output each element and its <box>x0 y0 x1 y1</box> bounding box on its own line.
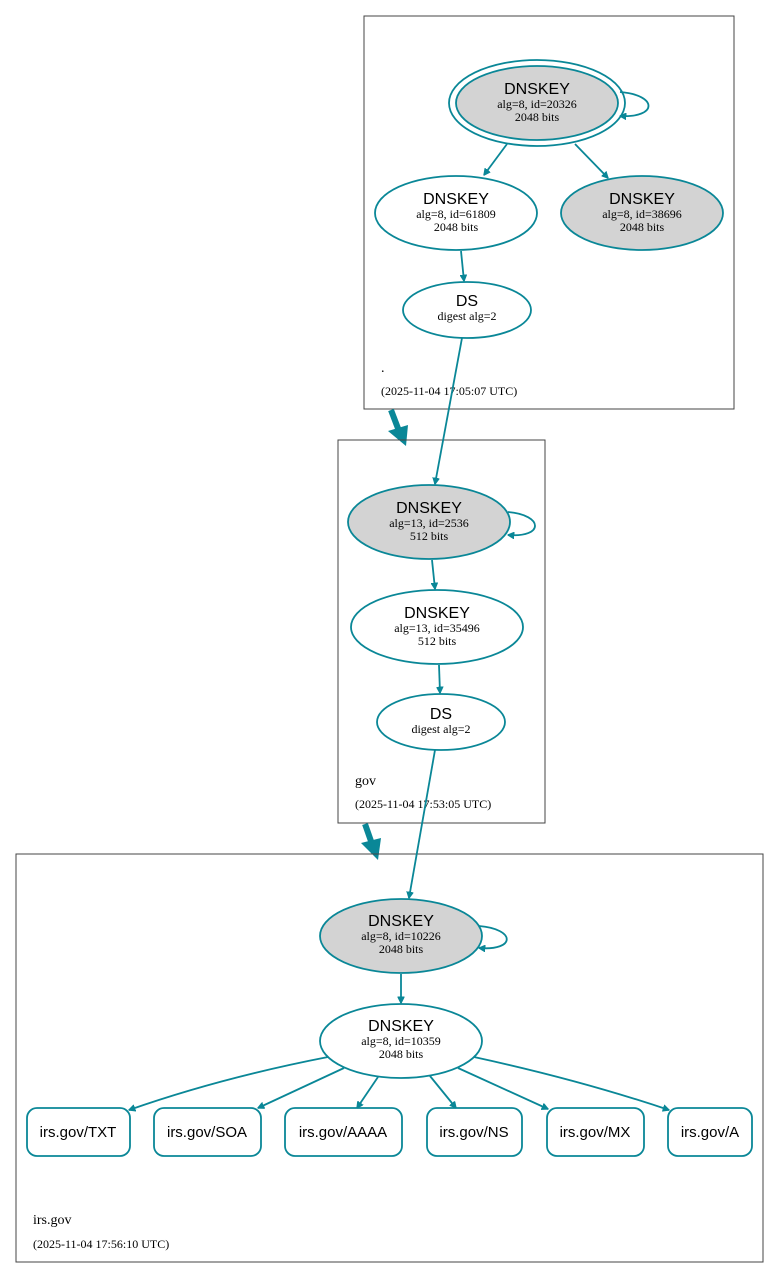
gov-zsk-bits: 512 bits <box>418 634 457 648</box>
gov-ds-node[interactable]: DS digest alg=2 <box>376 693 506 751</box>
rrset-soa-label: irs.gov/SOA <box>167 1124 247 1141</box>
edge-root-zsk-to-ds <box>461 250 464 281</box>
root-zsk-node[interactable]: DNSKEY alg=8, id=61809 2048 bits <box>374 175 538 251</box>
root-ds-detail: digest alg=2 <box>437 309 496 323</box>
gov-ksk-ellipse <box>347 484 511 560</box>
root-ds-node[interactable]: DS digest alg=2 <box>402 281 532 339</box>
root-ksk-detail: alg=8, id=20326 <box>497 97 577 111</box>
zone-root: DNSKEY alg=8, id=20326 2048 bits DNSKEY … <box>363 15 735 410</box>
rrset-mx-label: irs.gov/MX <box>560 1124 631 1141</box>
edge-gov-ksk-to-zsk <box>432 559 435 589</box>
gov-ksk-self-edge <box>508 511 536 535</box>
zone-irs: DNSKEY alg=8, id=10226 2048 bits DNSKEY … <box>15 853 764 1263</box>
root-ksk-node[interactable]: DNSKEY alg=8, id=20326 2048 bits <box>448 59 626 147</box>
rrset-txt-label: irs.gov/TXT <box>40 1124 117 1141</box>
edge-gov-ds-to-irs-ksk <box>409 749 436 898</box>
rrset-mx-node[interactable]: irs.gov/MX <box>546 1107 645 1157</box>
rrset-ns-label: irs.gov/NS <box>439 1124 508 1141</box>
rrset-ns-box <box>426 1107 523 1157</box>
irs-ksk-detail: alg=8, id=10226 <box>361 929 441 943</box>
root-key3-node[interactable]: DNSKEY alg=8, id=38696 2048 bits <box>560 175 724 251</box>
zone-gov-timestamp: (2025-11-04 17:53:05 UTC) <box>355 797 491 811</box>
delegation-gov-to-irs-arrowhead <box>361 838 381 860</box>
rrset-soa-box <box>153 1107 262 1157</box>
root-key3-detail: alg=8, id=38696 <box>602 207 682 221</box>
root-key3-title: DNSKEY <box>609 191 675 208</box>
zone-irs-name: irs.gov <box>33 1213 72 1228</box>
rrset-aaaa-box <box>284 1107 403 1157</box>
gov-ds-detail: digest alg=2 <box>411 722 470 736</box>
zone-gov-box <box>337 439 546 824</box>
edge-irs-zsk-to-mx <box>457 1067 548 1109</box>
rrset-ns-node[interactable]: irs.gov/NS <box>426 1107 523 1157</box>
edge-root-ds-to-gov-ksk <box>435 337 463 484</box>
edge-gov-zsk-to-ds <box>439 664 440 693</box>
irs-ksk-title: DNSKEY <box>368 913 434 930</box>
root-zsk-title: DNSKEY <box>423 191 489 208</box>
edge-irs-zsk-to-ns <box>429 1075 456 1108</box>
rrset-a-label: irs.gov/A <box>681 1124 739 1141</box>
root-ksk-outer-ring <box>448 59 626 147</box>
delegation-root-to-gov-arrowhead <box>388 425 408 446</box>
root-ksk-ellipse <box>455 65 619 141</box>
zone-root-name: . <box>381 361 385 376</box>
zone-gov: DNSKEY alg=13, id=2536 512 bits DNSKEY a… <box>337 439 546 824</box>
root-zsk-ellipse <box>374 175 538 251</box>
rrset-txt-box <box>26 1107 131 1157</box>
irs-zsk-title: DNSKEY <box>368 1018 434 1035</box>
irs-zsk-detail: alg=8, id=10359 <box>361 1034 441 1048</box>
gov-ksk-node[interactable]: DNSKEY alg=13, id=2536 512 bits <box>347 484 511 560</box>
edge-root-ksk-to-key3 <box>574 143 608 178</box>
root-key3-ellipse <box>560 175 724 251</box>
root-key3-bits: 2048 bits <box>620 220 665 234</box>
rrset-soa-node[interactable]: irs.gov/SOA <box>153 1107 262 1157</box>
gov-ksk-detail: alg=13, id=2536 <box>389 516 469 530</box>
zone-irs-timestamp: (2025-11-04 17:56:10 UTC) <box>33 1237 169 1251</box>
edge-irs-zsk-to-aaaa <box>357 1076 379 1108</box>
gov-zsk-title: DNSKEY <box>404 605 470 622</box>
zone-root-box <box>363 15 735 410</box>
root-zsk-detail: alg=8, id=61809 <box>416 207 496 221</box>
delegation-root-to-gov <box>388 408 402 433</box>
edge-irs-zsk-to-soa <box>258 1067 345 1108</box>
edge-irs-zsk-to-txt <box>129 1056 329 1110</box>
gov-zsk-detail: alg=13, id=35496 <box>394 621 480 635</box>
root-ds-title: DS <box>456 293 478 310</box>
rrset-a-node[interactable]: irs.gov/A <box>667 1107 753 1157</box>
gov-ds-ellipse <box>376 693 506 751</box>
root-zsk-bits: 2048 bits <box>434 220 479 234</box>
zone-irs-box <box>15 853 764 1263</box>
gov-ds-title: DS <box>430 706 452 723</box>
irs-zsk-ellipse <box>319 1003 483 1079</box>
rrset-aaaa-label: irs.gov/AAAA <box>299 1124 387 1141</box>
irs-zsk-node[interactable]: DNSKEY alg=8, id=10359 2048 bits <box>319 1003 483 1079</box>
gov-zsk-node[interactable]: DNSKEY alg=13, id=35496 512 bits <box>350 589 524 665</box>
gov-ksk-title: DNSKEY <box>396 500 462 517</box>
gov-ksk-bits: 512 bits <box>410 529 449 543</box>
irs-ksk-bits: 2048 bits <box>379 942 424 956</box>
root-ksk-title: DNSKEY <box>504 81 570 98</box>
irs-zsk-bits: 2048 bits <box>379 1047 424 1061</box>
zone-root-timestamp: (2025-11-04 17:05:07 UTC) <box>381 384 517 398</box>
zone-gov-name: gov <box>355 774 376 789</box>
root-ksk-self-edge <box>620 91 650 116</box>
irs-ksk-ellipse <box>319 898 483 974</box>
irs-ksk-node[interactable]: DNSKEY alg=8, id=10226 2048 bits <box>319 898 483 974</box>
rrset-mx-box <box>546 1107 645 1157</box>
irs-ksk-self-edge <box>479 925 508 948</box>
edge-root-ksk-to-zsk <box>484 143 508 175</box>
edge-irs-zsk-to-a <box>473 1056 669 1110</box>
root-ksk-bits: 2048 bits <box>515 110 560 124</box>
rrset-a-box <box>667 1107 753 1157</box>
rrset-aaaa-node[interactable]: irs.gov/AAAA <box>284 1107 403 1157</box>
rrset-txt-node[interactable]: irs.gov/TXT <box>26 1107 131 1157</box>
